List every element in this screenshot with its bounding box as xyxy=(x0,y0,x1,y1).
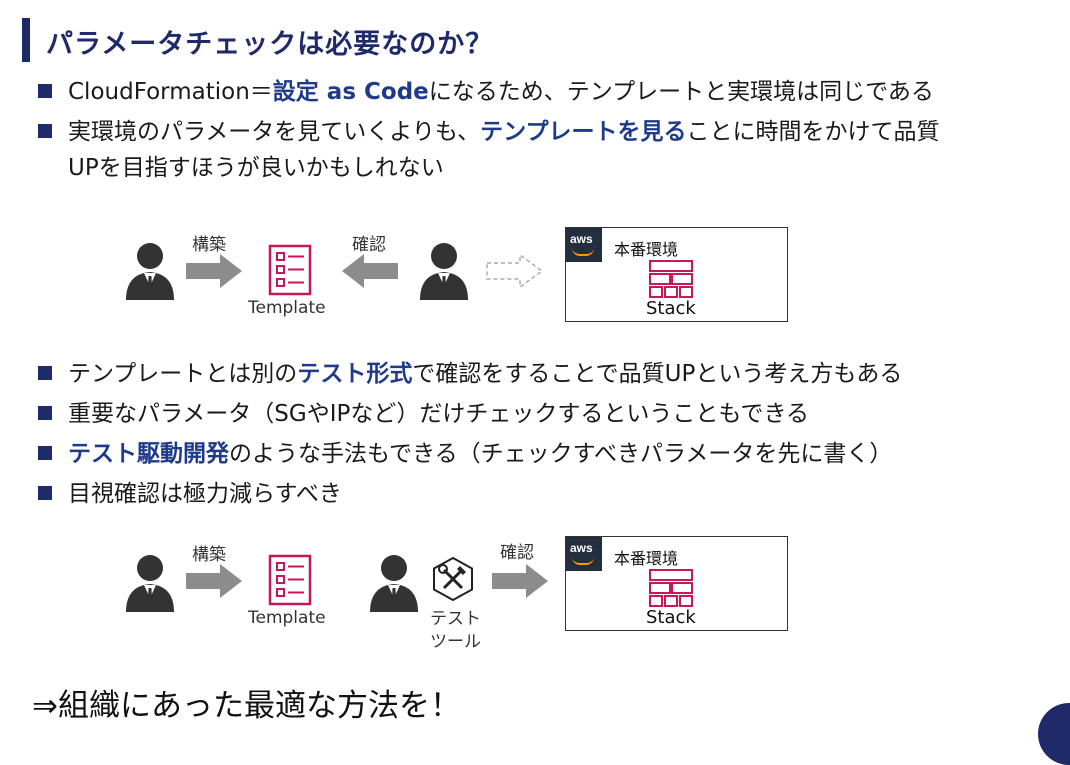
title-accent-bar xyxy=(22,18,30,62)
bullet-text: 実環境のパラメータを見ていくよりも、 xyxy=(68,119,481,145)
bullet-square-icon xyxy=(38,124,52,138)
template-document-icon xyxy=(268,244,312,296)
slide-title: パラメータチェックは必要なのか？ xyxy=(46,29,494,60)
test-tool-label: テスト xyxy=(430,609,481,629)
template-document-icon xyxy=(268,554,312,606)
diagram-template-review: 構築 Template 確認 aws 本番環境 Stack xyxy=(0,222,1070,332)
bullet-square-icon xyxy=(38,406,52,420)
dashed-arrow-right-icon xyxy=(486,254,544,288)
bullet-text: ことに時間をかけて品質 xyxy=(686,119,940,145)
bullet-square-icon xyxy=(38,446,52,460)
bullet-highlight: 設定 as Code xyxy=(272,79,429,105)
bullet-item: CloudFormation＝設定 as Codeになるため、テンプレートと実環… xyxy=(38,74,1048,110)
user-icon xyxy=(126,243,174,300)
bullet-item: テスト駆動開発のような手法もできる（チェックすべきパラメータを先に書く） xyxy=(38,436,1048,472)
bullet-text: 目視確認は極力減らすべき xyxy=(68,481,342,507)
corner-decoration xyxy=(1038,703,1070,765)
bullet-square-icon xyxy=(38,366,52,380)
bullet-item: 実環境のパラメータを見ていくよりも、テンプレートを見ることに時間をかけて品質 UP… xyxy=(38,114,1048,186)
stack-icon xyxy=(649,260,693,298)
confirm-label: 確認 xyxy=(352,235,386,255)
environment-label: 本番環境 xyxy=(614,549,679,568)
stack-label: Stack xyxy=(646,607,696,628)
bullet-item: テンプレートとは別のテスト形式で確認をすることで品質UPという考え方もある xyxy=(38,356,1048,392)
build-label: 構築 xyxy=(192,235,226,255)
bullet-square-icon xyxy=(38,84,52,98)
production-environment-box: aws 本番環境 Stack xyxy=(565,227,788,322)
test-tool-label: ツール xyxy=(430,632,481,652)
bullet-text: で確認をすることで品質UPという考え方もある xyxy=(412,361,903,387)
bullet-text: になるため、テンプレートと実環境は同じである xyxy=(428,79,934,105)
user-icon xyxy=(420,243,468,300)
build-label: 構築 xyxy=(192,545,226,565)
stack-icon xyxy=(649,569,693,607)
arrow-right-icon xyxy=(186,564,242,598)
bullet-item: 目視確認は極力減らすべき xyxy=(38,476,1048,512)
production-environment-box: aws 本番環境 Stack xyxy=(565,536,788,631)
bullet-text: UPを目指すほうが良いかもしれない xyxy=(68,155,444,181)
user-icon xyxy=(126,555,174,612)
test-tool-icon xyxy=(433,556,473,602)
diagram-test-tool: 構築 Template テスト ツール 確認 aws 本番環境 xyxy=(0,532,1070,652)
bullet-text: 重要なパラメータ（SGやIPなど）だけチェックするということもできる xyxy=(68,401,810,427)
aws-logo-icon: aws xyxy=(566,537,602,571)
bullet-highlight: テスト形式 xyxy=(297,361,413,387)
bullet-text: テンプレートとは別の xyxy=(68,361,298,387)
bullet-square-icon xyxy=(38,486,52,500)
bullet-text: のような手法もできる（チェックすべきパラメータを先に書く） xyxy=(229,441,893,467)
user-icon xyxy=(370,555,418,612)
arrow-right-icon xyxy=(492,564,548,598)
aws-logo-icon: aws xyxy=(566,228,602,262)
bullet-highlight: テンプレートを見る xyxy=(480,119,687,145)
stack-label: Stack xyxy=(646,298,696,319)
confirm-label: 確認 xyxy=(500,543,534,563)
bullet-highlight: テスト駆動開発 xyxy=(68,441,229,467)
bullet-text: CloudFormation＝ xyxy=(68,79,273,105)
template-label: Template xyxy=(248,608,326,628)
conclusion-text: ⇒組織にあった最適な方法を！ xyxy=(32,688,461,724)
environment-label: 本番環境 xyxy=(614,240,679,259)
template-label: Template xyxy=(248,298,326,318)
arrow-left-icon xyxy=(342,254,398,288)
arrow-right-icon xyxy=(186,254,242,288)
bullet-item: 重要なパラメータ（SGやIPなど）だけチェックするということもできる xyxy=(38,396,1048,432)
